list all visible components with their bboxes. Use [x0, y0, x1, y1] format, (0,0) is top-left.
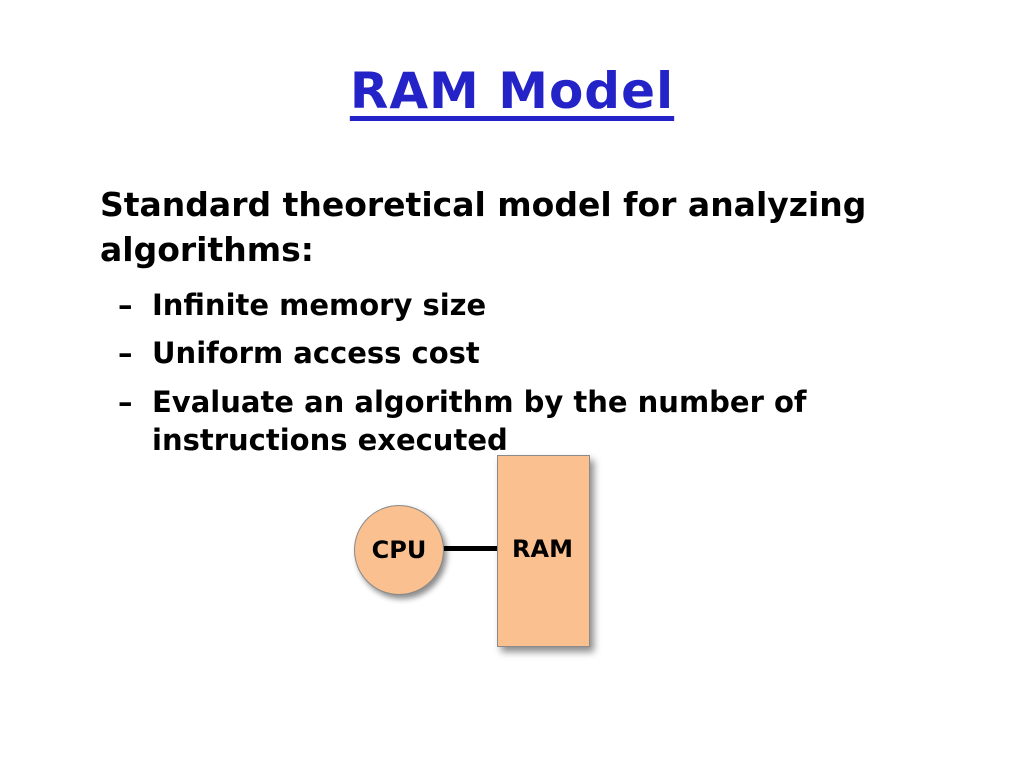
- slide-title: RAM Model: [349, 62, 675, 120]
- bullet-text: Infinite memory size: [152, 288, 487, 323]
- body-text-block: Standard theoretical model for analyzing…: [100, 183, 900, 469]
- ram-shape: [497, 455, 590, 647]
- bullet-text: Uniform access cost: [152, 336, 480, 371]
- bullet-text: Evaluate an algorithm by the number of i…: [152, 384, 807, 457]
- bullet-dash: –: [118, 384, 133, 419]
- bullet-list: – Infinite memory size – Uniform access …: [118, 286, 900, 459]
- cpu-label: CPU: [371, 536, 427, 564]
- bullet-dash: –: [118, 288, 133, 323]
- cpu-shape: CPU: [354, 505, 444, 595]
- bullet-item: – Infinite memory size: [118, 286, 900, 324]
- ram-label: RAM: [512, 535, 573, 563]
- bullet-item: – Uniform access cost: [118, 334, 900, 372]
- bullet-item: – Evaluate an algorithm by the number of…: [118, 383, 900, 460]
- bullet-dash: –: [118, 336, 133, 371]
- cpu-ram-connector-line: [438, 546, 500, 551]
- intro-text: Standard theoretical model for analyzing…: [100, 185, 867, 269]
